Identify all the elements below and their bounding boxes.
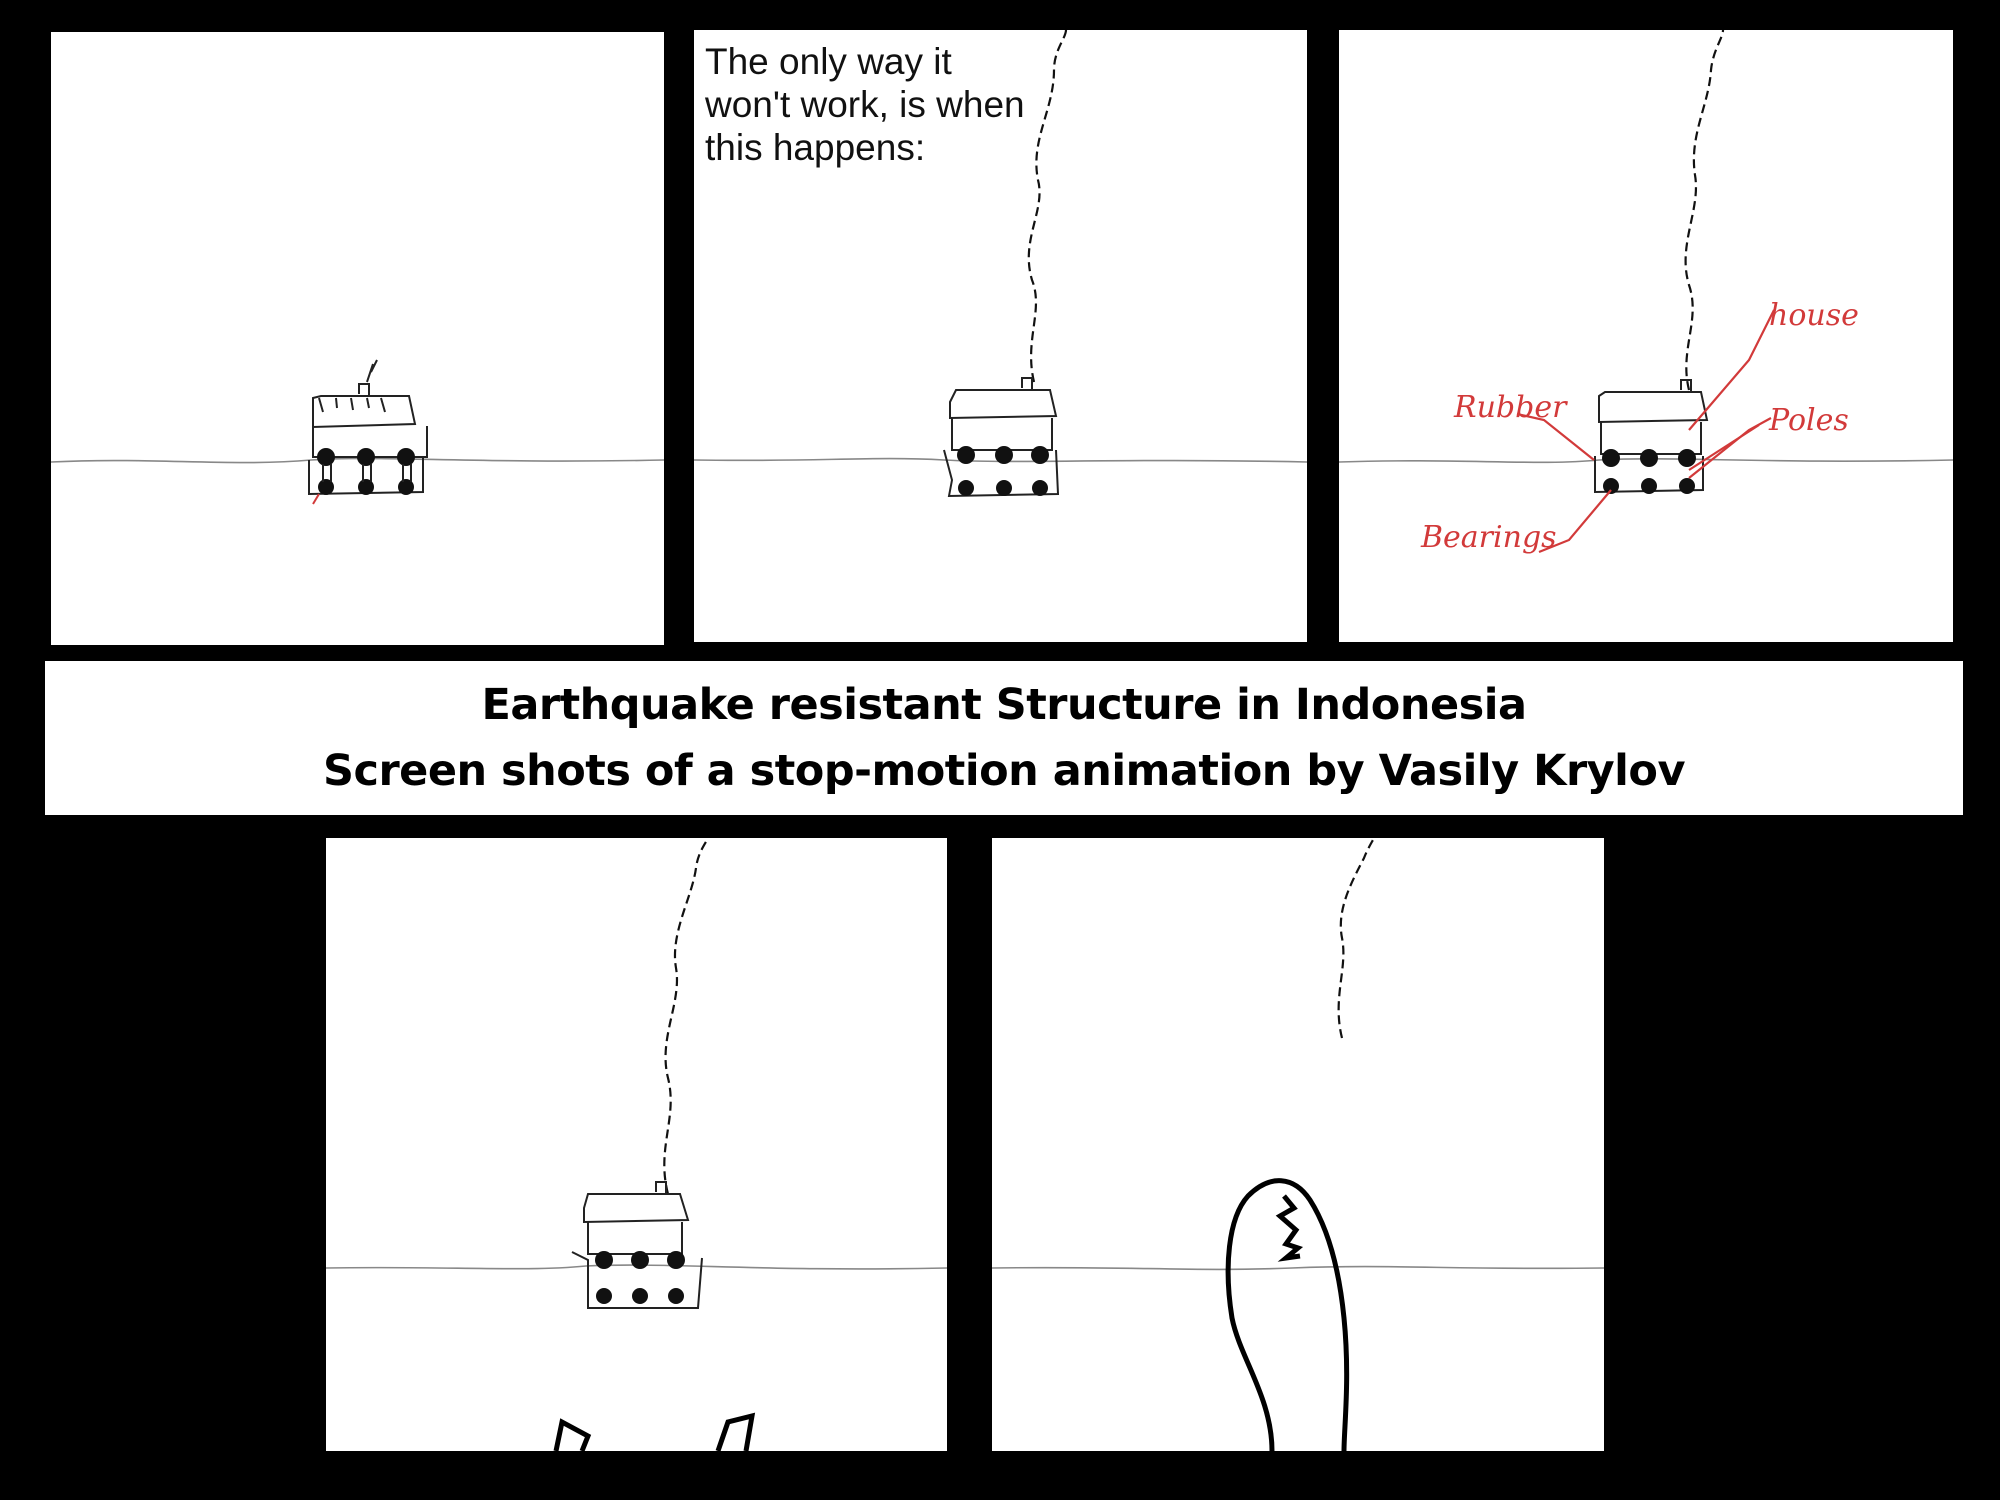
label-house: house — [1769, 298, 1859, 333]
house-drawing — [1594, 379, 1709, 494]
caption-box: Earthquake resistant Structure in Indone… — [45, 661, 1963, 815]
animation-frame-1 — [51, 32, 664, 645]
frame-5-drawing — [992, 838, 1604, 1451]
house-drawing — [571, 1181, 703, 1309]
wave-crest — [1275, 1194, 1304, 1262]
label-rubber: Rubber — [1454, 390, 1567, 425]
label-poles: Poles — [1769, 403, 1849, 438]
frame-2-drawing — [694, 30, 1307, 498]
frame-4-drawing — [326, 838, 947, 1451]
house-drawing — [943, 377, 1060, 498]
smoke-plume — [1337, 838, 1375, 1039]
ground-line — [694, 457, 1307, 463]
smoke-plume — [1027, 30, 1068, 383]
ground-line — [992, 1265, 1604, 1271]
caption-subtitle: Screen shots of a stop-motion animation … — [322, 746, 1686, 796]
house-drawing — [308, 359, 428, 505]
animation-frame-4 — [326, 838, 947, 1451]
frame-1-drawing — [51, 359, 664, 505]
caption-title: Earthquake resistant Structure in Indone… — [481, 680, 1527, 730]
wave-shape — [1225, 1178, 1350, 1451]
speech-text: The only way it won't work, is when this… — [705, 41, 1025, 168]
label-bearings: Bearings — [1421, 520, 1557, 555]
ground-line — [326, 1264, 947, 1270]
smoke-plume — [663, 838, 710, 1195]
frame-3-drawing — [1339, 30, 1953, 554]
animation-frame-3: house Rubber Poles Bearings — [1339, 30, 1953, 642]
animation-frame-5 — [992, 838, 1604, 1451]
ground-line — [51, 457, 664, 464]
animation-frame-2: The only way it won't work, is when this… — [694, 30, 1307, 642]
ground-line — [1339, 458, 1953, 464]
smoke-plume — [1684, 30, 1725, 391]
rising-wave-tips — [553, 1412, 756, 1451]
annotation-leaders — [1516, 309, 1775, 554]
